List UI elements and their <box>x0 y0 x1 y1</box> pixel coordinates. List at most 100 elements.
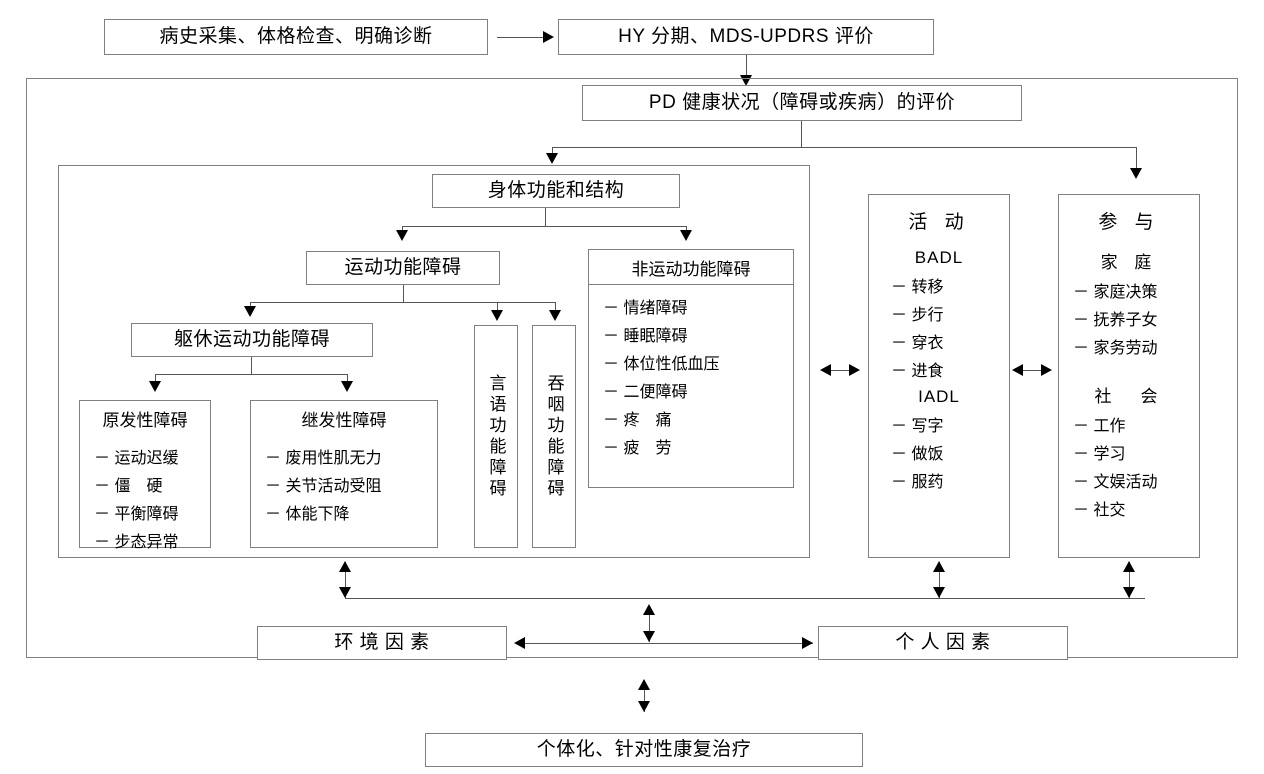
connector-pd-split <box>552 147 1136 148</box>
secondary-disorders-list: － 废用性肌无力 － 关节活动受阻 － 体能下降 <box>251 435 437 532</box>
arrowhead-step2-step3 <box>740 75 752 86</box>
arrowhead-motor-to-swallow <box>549 310 561 321</box>
connector-bf-stem <box>545 208 546 226</box>
list-item: － 家庭决策 <box>1073 284 1158 301</box>
list-item: － 体能下降 <box>265 506 350 523</box>
connector-motor-speech <box>497 302 498 314</box>
box-personal-factors: 个 人 因 素 <box>818 626 1068 660</box>
arrowhead-pd-to-participation <box>1130 168 1142 179</box>
box-swallow-disorder-label: 吞咽功能障碍 <box>544 373 564 500</box>
arrowhead-trunk-to-primary <box>149 381 161 392</box>
box-activity: 活 动 BADL － 转移 － 步行 － 穿衣 － 进食 IADL － 写字 －… <box>868 194 1010 558</box>
arrowhead-icf-to-treatment-down <box>638 701 650 712</box>
list-item: － 体位性低血压 <box>603 356 720 373</box>
arrowhead-participation-to-bus-up <box>1123 561 1135 572</box>
connector-trunk-left <box>155 374 156 385</box>
activity-iadl-label: IADL <box>918 387 960 406</box>
list-item: － 服药 <box>891 474 944 491</box>
arrowhead-motor-to-trunk <box>244 306 256 317</box>
arrowhead-bf-to-motor <box>396 230 408 241</box>
connector-pd-stem <box>801 121 802 147</box>
list-item: － 学习 <box>1073 446 1126 463</box>
connector-activity-to-bus <box>939 562 940 598</box>
connector-motor-split <box>250 302 555 303</box>
box-hy-staging-label: HY 分期、MDS-UPDRS 评价 <box>618 26 874 48</box>
connector-body-activity <box>824 370 858 371</box>
arrowhead-activity-to-bus-down <box>933 587 945 598</box>
box-speech-disorder-label: 言语功能障碍 <box>486 373 506 500</box>
participation-social-label: 社 会 <box>1094 387 1164 406</box>
box-motor-disorder: 运动功能障碍 <box>306 251 500 285</box>
connector-pd-right-drop <box>1136 147 1137 172</box>
connector-motor-stem <box>403 285 404 302</box>
arrowhead-bf-to-nonmotor <box>680 230 692 241</box>
box-trunk-motor-disorder-label: 躯休运动功能障碍 <box>173 329 330 351</box>
connector-motor-swallow <box>555 302 556 314</box>
arrowhead-motor-to-speech <box>491 310 503 321</box>
box-personal-factors-label: 个 人 因 素 <box>895 632 991 654</box>
list-item: － 步行 <box>891 307 944 324</box>
list-item: － 文娱活动 <box>1073 474 1158 491</box>
box-trunk-motor-disorder: 躯休运动功能障碍 <box>131 323 373 357</box>
list-item: － 穿衣 <box>891 335 944 352</box>
list-item: － 运动迟缓 <box>94 450 179 467</box>
arrowhead-environment-personal-left <box>514 637 525 649</box>
body-function-region <box>58 165 810 558</box>
connector-bf-right <box>686 226 687 232</box>
list-item: － 转移 <box>891 279 944 296</box>
list-item: － 疲 劳 <box>603 440 672 457</box>
arrowhead-body-to-bus-down <box>339 587 351 598</box>
list-item: － 二便障碍 <box>603 384 688 401</box>
box-individualized-rehab: 个体化、针对性康复治疗 <box>425 733 863 767</box>
connector-participation-to-bus <box>1129 562 1130 598</box>
activity-iadl-list: － 写字 － 做饭 － 服药 <box>869 410 943 494</box>
connector-bus-line <box>345 598 1145 599</box>
arrowhead-pd-to-body <box>546 153 558 164</box>
connector-step2-step3 <box>746 55 747 79</box>
list-item: － 家务劳动 <box>1073 340 1158 357</box>
list-item: － 平衡障碍 <box>94 506 179 523</box>
secondary-disorders-title: 继发性障碍 <box>301 411 387 430</box>
participation-social-list: － 工作 － 学习 － 文娱活动 － 社交 <box>1059 410 1157 522</box>
list-item: － 写字 <box>891 418 944 435</box>
list-item: － 情绪障碍 <box>603 300 688 317</box>
box-individualized-rehab-label: 个体化、针对性康复治疗 <box>536 739 752 761</box>
box-environmental-factors: 环 境 因 素 <box>257 626 507 660</box>
arrowhead-icf-to-treatment-up <box>638 679 650 690</box>
primary-disorders-list: － 运动迟缓 － 僵 硬 － 平衡障碍 － 步态异常 <box>80 435 210 560</box>
list-item: － 工作 <box>1073 418 1126 435</box>
box-swallow-disorder: 吞咽功能障碍 <box>532 325 576 548</box>
box-speech-disorder: 言语功能障碍 <box>474 325 518 548</box>
arrowhead-body-activity-left <box>820 364 831 376</box>
box-environmental-factors-label: 环 境 因 素 <box>334 632 430 654</box>
list-item: － 抚养子女 <box>1073 312 1158 329</box>
box-secondary-disorders: 继发性障碍 － 废用性肌无力 － 关节活动受阻 － 体能下降 <box>250 400 438 548</box>
list-item: － 步态异常 <box>94 534 179 551</box>
arrowhead-environment-personal-right <box>802 637 813 649</box>
connector-bus-to-factors <box>649 606 650 642</box>
participation-title: 参 与 <box>1098 212 1160 233</box>
arrowhead-activity-participation-right <box>1041 364 1052 376</box>
connector-bf-split <box>402 226 686 227</box>
arrowhead-activity-to-bus-up <box>933 561 945 572</box>
list-item: － 关节活动受阻 <box>265 478 382 495</box>
connector-activity-participation <box>1016 370 1050 371</box>
list-item: － 疼 痛 <box>603 412 672 429</box>
activity-title: 活 动 <box>908 212 970 233</box>
connector-trunk-right <box>347 374 348 385</box>
arrowhead-bus-to-factors-down <box>643 631 655 642</box>
connector-body-to-bus <box>345 562 346 598</box>
connector-icf-to-treatment <box>644 680 645 712</box>
nonmotor-disorder-title: 非运动功能障碍 <box>589 250 793 285</box>
list-item: － 进食 <box>891 363 944 380</box>
list-item: － 做饭 <box>891 446 944 463</box>
connector-pd-left-drop <box>552 147 553 158</box>
arrowhead-participation-to-bus-down <box>1123 587 1135 598</box>
box-primary-disorders: 原发性障碍 － 运动迟缓 － 僵 硬 － 平衡障碍 － 步态异常 <box>79 400 211 551</box>
arrowhead-body-activity-right <box>849 364 860 376</box>
activity-badl-label: BADL <box>914 248 964 267</box>
connector-trunk-split <box>155 374 347 375</box>
participation-family-list: － 家庭决策 － 抚养子女 － 家务劳动 <box>1059 276 1157 360</box>
arrowhead-trunk-to-secondary <box>341 381 353 392</box>
